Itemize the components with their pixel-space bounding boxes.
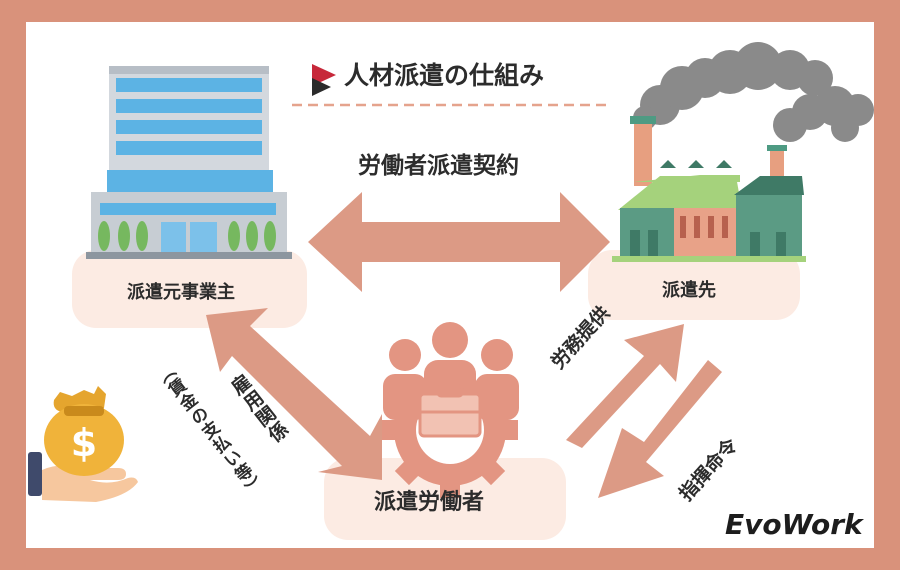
worker-group-gear-icon xyxy=(382,322,519,498)
diagram-title: 人材派遣の仕組み xyxy=(344,61,545,90)
factory-icon xyxy=(612,42,874,262)
dispatch-destination-label: 派遣先 xyxy=(662,280,716,301)
labor-provision-arrow xyxy=(566,324,684,448)
svg-text:$: $ xyxy=(71,421,97,465)
money-bag-icon: $ xyxy=(28,386,138,502)
dispatch-destination-box xyxy=(588,250,800,320)
title-marker-icon xyxy=(312,64,336,96)
dispatch-origin-label: 派遣元事業主 xyxy=(127,282,235,303)
contract-label: 労働者派遣契約 xyxy=(358,153,519,179)
contract-double-arrow xyxy=(308,192,610,292)
dispatch-origin-box xyxy=(72,250,307,328)
employment-double-arrow xyxy=(206,308,382,480)
brand-logo: EvoWork xyxy=(725,508,863,541)
dispatched-worker-label: 派遣労働者 xyxy=(374,490,485,515)
office-building-icon xyxy=(86,66,292,259)
command-arrow xyxy=(598,360,722,498)
dispatched-worker-box xyxy=(324,458,566,540)
